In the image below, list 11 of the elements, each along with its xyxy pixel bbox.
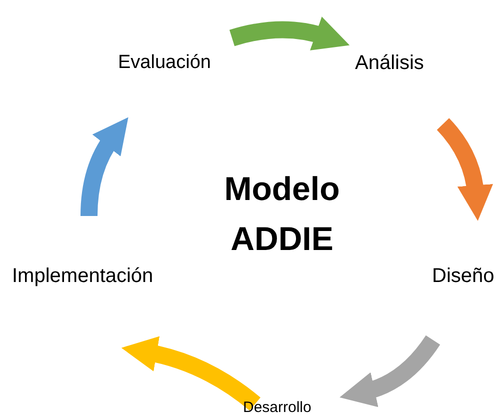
- curved-arrow: [230, 16, 350, 51]
- curved-arrow: [121, 336, 260, 411]
- curved-arrow: [340, 335, 440, 407]
- stage-label: Implementación: [12, 264, 154, 288]
- curved-arrow: [436, 118, 493, 221]
- stage-label: Evaluación: [118, 52, 211, 75]
- curved-arrow: [80, 116, 128, 216]
- stage-label: Diseño: [432, 264, 494, 288]
- title-text: Modelo ADDIE: [212, 164, 352, 263]
- stage-label: Análisis: [355, 51, 424, 75]
- stage-label: Desarrollo: [243, 399, 312, 417]
